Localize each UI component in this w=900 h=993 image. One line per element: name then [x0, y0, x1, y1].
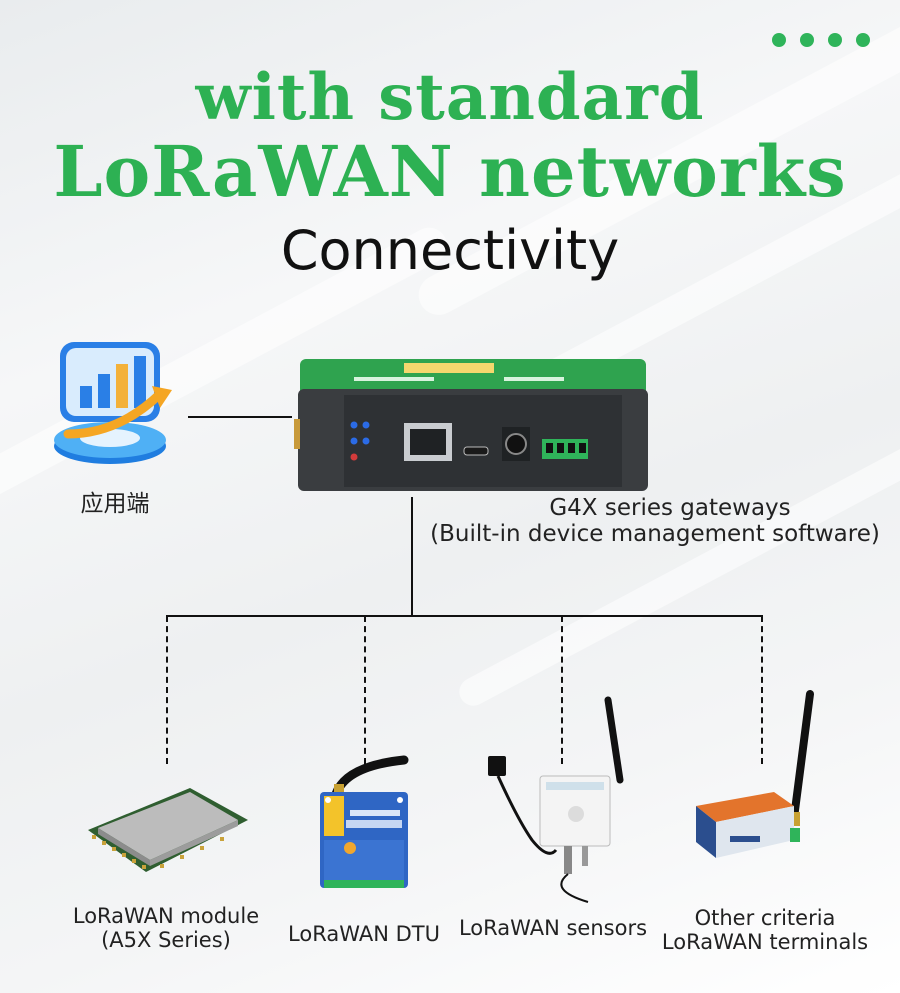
device-link-2	[364, 616, 366, 764]
gateway-device-image	[294, 359, 648, 491]
dot	[800, 33, 814, 47]
gateway-trunk-line	[411, 497, 413, 616]
headline-line-3: Connectivity	[280, 219, 620, 282]
application-label: 应用端	[80, 491, 150, 517]
device-label-other-line1: Other criteria	[694, 906, 836, 930]
lorawan-sensor-image	[488, 696, 624, 903]
headline-line-2: LoRaWAN networks	[53, 130, 847, 213]
device-link-3	[561, 616, 563, 764]
dot	[856, 33, 870, 47]
device-label-sensors: LoRaWAN sensors	[458, 916, 648, 940]
device-link-4	[761, 616, 763, 764]
device-link-1	[166, 616, 168, 764]
decorative-dots	[772, 33, 870, 47]
lorawan-terminal-image	[696, 690, 814, 858]
gateway-label-line2: (Built-in device management software)	[430, 521, 880, 547]
device-label-module-line1: LoRaWAN module	[72, 904, 260, 928]
device-label-dtu: LoRaWAN DTU	[288, 922, 440, 946]
dot	[772, 33, 786, 47]
device-label-module-line2: (A5X Series)	[101, 928, 231, 952]
gateway-label-line1: G4X series gateways	[549, 495, 791, 521]
headline-line-1: with standard	[195, 60, 705, 135]
app-gateway-link	[188, 416, 292, 418]
application-icon	[54, 342, 172, 464]
dot	[828, 33, 842, 47]
lorawan-dtu-image	[320, 755, 409, 888]
device-label-other-line2: LoRaWAN terminals	[661, 930, 869, 954]
lorawan-module-image	[88, 788, 248, 872]
bus-line	[166, 615, 763, 617]
